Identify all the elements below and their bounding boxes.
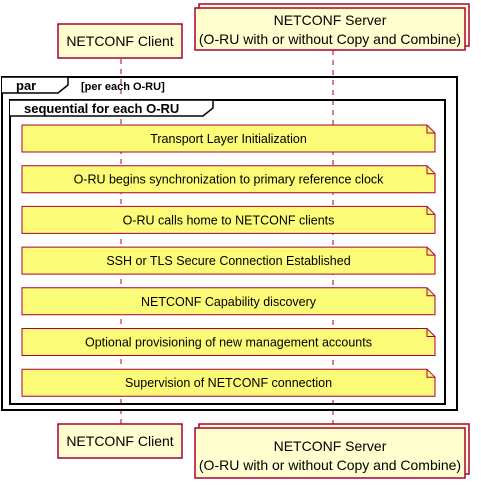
note-fold-corner (426, 206, 435, 215)
note-fold-corner (426, 328, 435, 337)
note-3: O-RU calls home to NETCONF clients (21, 205, 436, 234)
note-fold-corner (426, 287, 435, 297)
participant-server-label-line2-bottom: (O-RU with or without Copy and Combine) (199, 457, 461, 473)
note-1: Transport Layer Initialization (21, 124, 436, 153)
participant-client-label: NETCONF Client (66, 33, 173, 49)
note-text: Supervision of NETCONF connection (125, 376, 332, 390)
note-fold-corner (426, 369, 435, 378)
participant-server-label-line2: (O-RU with or without Copy and Combine) (199, 31, 461, 47)
participant-server-bottom: NETCONF Server (O-RU with or without Cop… (194, 423, 470, 479)
fragment-par-keyword: par (16, 78, 36, 93)
participant-client-bottom: NETCONF Client (57, 423, 183, 459)
note-text: O-RU calls home to NETCONF clients (123, 213, 335, 227)
note-5: NETCONF Capability discovery (21, 287, 436, 316)
note-text: Transport Layer Initialization (150, 132, 307, 146)
note-box (21, 368, 436, 397)
note-box (21, 165, 436, 194)
note-box (21, 205, 436, 234)
note-4: SSH or TLS Secure Connection Established (21, 246, 436, 275)
note-box (21, 328, 436, 356)
note-fold-corner (426, 125, 435, 134)
note-text: O-RU begins synchronization to primary r… (74, 173, 385, 187)
note-7: Supervision of NETCONF connection (21, 368, 436, 397)
fragment-sequential: sequential for each O-RU (9, 99, 446, 405)
note-box (21, 124, 436, 153)
note-6: Optional provisioning of new management … (21, 328, 436, 356)
note-box (21, 287, 436, 316)
participant-client-label-bottom: NETCONF Client (66, 433, 173, 449)
note-box (21, 246, 436, 275)
participant-server-top: NETCONF Server (O-RU with or without Cop… (194, 3, 470, 51)
fragment-sequential-keyword: sequential for each O-RU (24, 101, 179, 116)
participant-server-label-line1: NETCONF Server (274, 12, 387, 28)
participant-server-label-line1-bottom: NETCONF Server (274, 438, 387, 454)
note-text: NETCONF Capability discovery (141, 295, 317, 309)
fragment-par: par [per each O-RU] (1, 76, 458, 411)
note-fold-corner (426, 247, 435, 256)
note-text: SSH or TLS Secure Connection Established (106, 254, 350, 268)
note-2: O-RU begins synchronization to primary r… (21, 165, 436, 194)
note-text: Optional provisioning of new management … (85, 336, 372, 350)
note-fold-corner (426, 165, 435, 175)
participant-client-top: NETCONF Client (57, 23, 183, 59)
fragment-par-guard: [per each O-RU] (81, 81, 165, 93)
